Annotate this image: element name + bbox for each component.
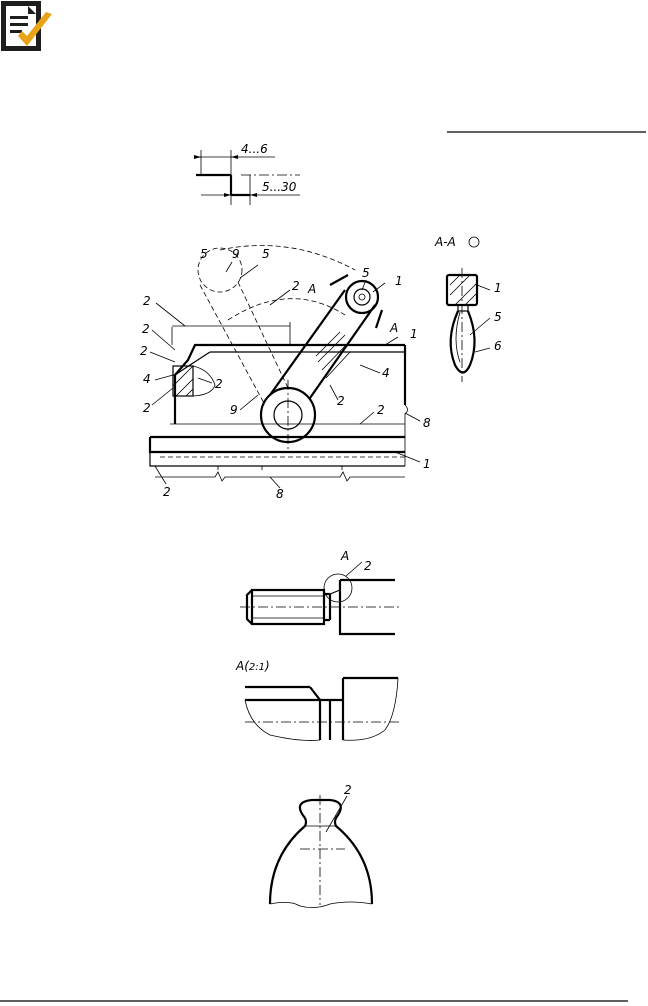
callout-8: 8	[423, 416, 431, 430]
callout-2: 2	[140, 344, 148, 358]
callout-2: 2	[337, 394, 345, 408]
callout-8: 8	[276, 487, 284, 501]
section-mark-a: А	[307, 282, 316, 296]
callout-5: 5	[200, 247, 208, 261]
figure-5-bell-profile	[268, 795, 374, 908]
callout-2: 2	[143, 401, 151, 415]
callout-2: 2	[377, 403, 385, 417]
callout-2: 2	[142, 322, 150, 336]
section-mark-a: А	[389, 321, 398, 335]
detail-label-a: А	[340, 549, 349, 563]
callout-9: 9	[232, 247, 240, 261]
callout-6: 6	[494, 339, 502, 353]
callout-1: 1	[410, 327, 418, 341]
figure-2-mechanism	[148, 245, 421, 489]
dim-5-30: 5...30	[262, 180, 297, 194]
figure-3-threaded-shaft	[240, 561, 400, 636]
callout-4: 4	[143, 372, 151, 386]
dim-4-6: 4...6	[241, 142, 268, 156]
figure-4-detail	[244, 676, 400, 741]
callout-2: 2	[215, 377, 223, 391]
figure-1-dimension-sketch	[194, 150, 300, 205]
section-aa-title: А-А	[434, 235, 456, 249]
callout-1: 1	[395, 274, 403, 288]
callout-2: 2	[364, 559, 372, 573]
section-aa-handle	[445, 236, 491, 382]
callout-2: 2	[143, 294, 151, 308]
callout-2: 2	[292, 279, 300, 293]
callout-9: 9	[230, 403, 238, 417]
callout-1: 1	[423, 457, 431, 471]
document-check-icon	[1, 1, 52, 51]
callout-2: 2	[344, 783, 352, 797]
callout-5: 5	[262, 247, 270, 261]
callout-4: 4	[382, 366, 390, 380]
callout-2: 2	[163, 485, 171, 499]
callout-5: 5	[362, 266, 370, 280]
detail-a-title: А(2:1)	[235, 659, 270, 673]
callout-1: 1	[494, 281, 502, 295]
callout-5: 5	[494, 310, 502, 324]
